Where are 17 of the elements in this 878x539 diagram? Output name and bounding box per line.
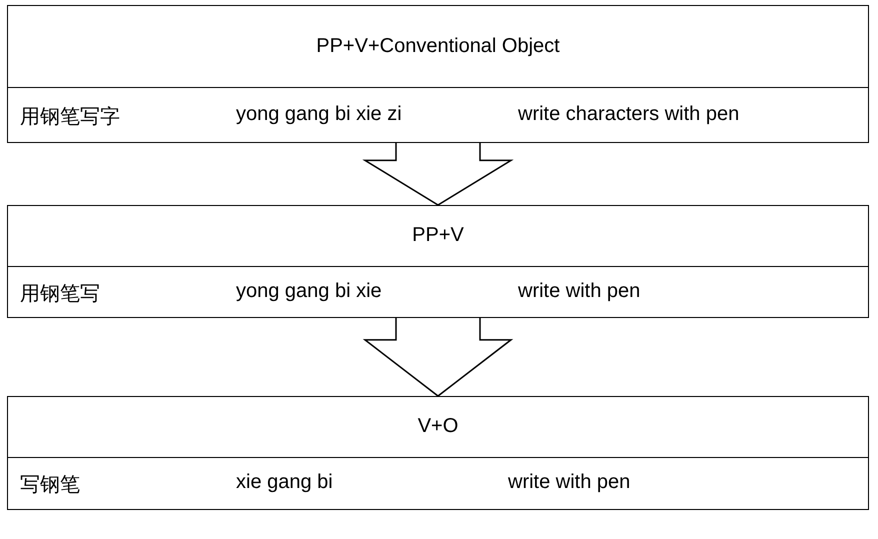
pattern-heading: PP+V+Conventional Object: [315, 34, 561, 58]
table-panel: [7, 396, 869, 510]
pinyin-text: xie gang bi: [236, 471, 333, 494]
english-gloss: write characters with pen: [518, 102, 740, 126]
chinese-phrase: 用钢笔写: [20, 282, 100, 306]
chinese-phrase: 写钢笔: [20, 473, 80, 498]
block-arrow: [362, 317, 514, 397]
table-panel: [7, 205, 869, 318]
table-panel: [7, 5, 869, 143]
english-gloss: write with pen: [508, 471, 630, 494]
pattern-heading: PP+V: [411, 224, 465, 247]
block-arrow: [362, 142, 514, 206]
english-gloss: write with pen: [518, 280, 640, 302]
chinese-phrase: 用钢笔写字: [20, 104, 120, 130]
pinyin-text: yong gang bi xie zi: [236, 102, 402, 126]
pinyin-text: yong gang bi xie: [236, 280, 382, 302]
pattern-heading: V+O: [416, 415, 460, 438]
